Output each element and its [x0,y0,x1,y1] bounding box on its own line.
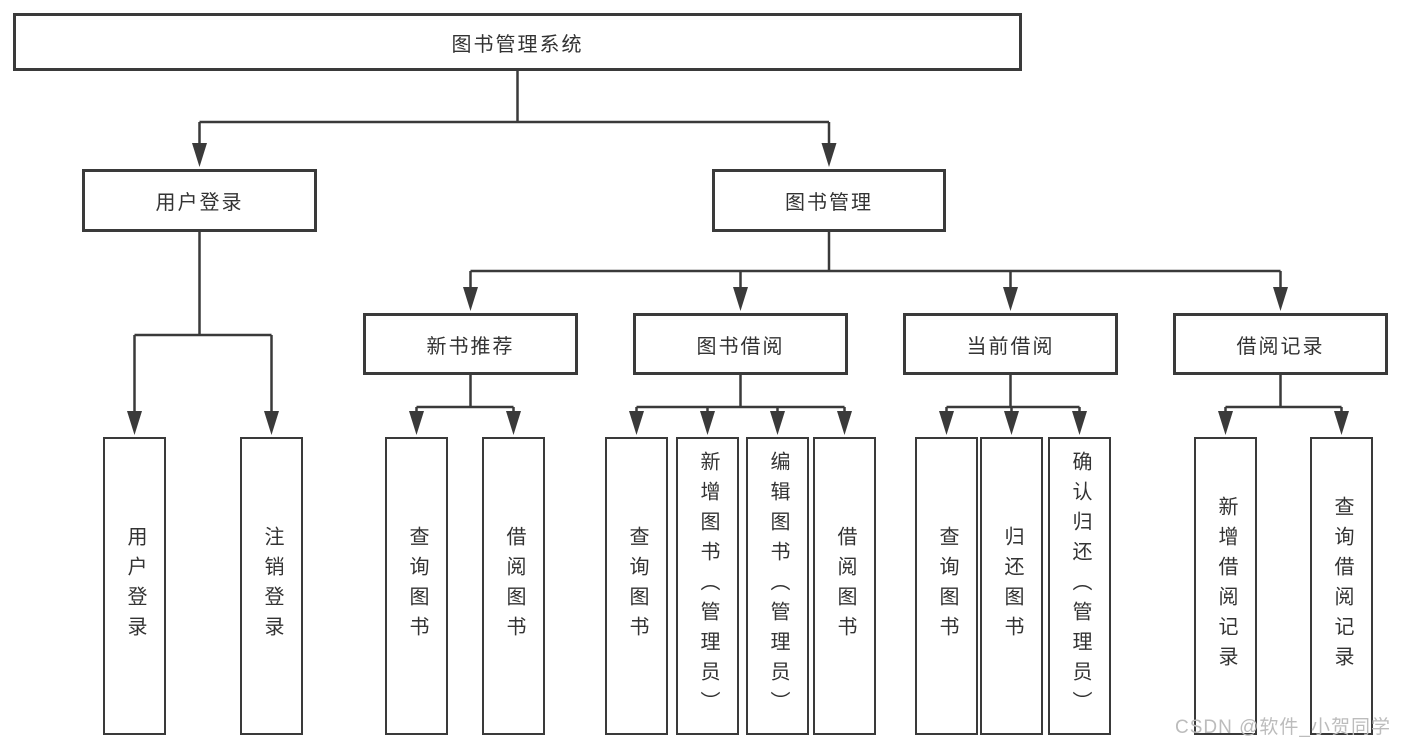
node-library-system: 图书管理系统 [13,13,1022,71]
arrowheads [127,143,1349,435]
leaf-label: 查询借阅记录 [1331,496,1353,676]
leaf-label: 新增图书（管理员） [697,451,719,721]
leaf-user-login: 用户登录 [103,437,166,735]
leaf-query-books-borrow: 查询图书 [605,437,668,735]
leaf-label: 查询图书 [406,526,428,646]
node-label: 图书管理 [785,192,873,214]
leaf-query-borrow-record: 查询借阅记录 [1310,437,1373,735]
node-current-borrow: 当前借阅 [903,313,1118,375]
leaf-return-book: 归还图书 [980,437,1043,735]
leaf-label: 查询图书 [936,526,958,646]
node-label: 用户登录 [155,192,244,214]
leaf-query-books-current: 查询图书 [915,437,978,735]
leaf-label: 借阅图书 [834,526,856,646]
node-label: 借阅记录 [1236,335,1325,358]
leaf-add-book-admin: 新增图书（管理员） [676,437,739,735]
leaf-borrow-books-recommend: 借阅图书 [482,437,545,735]
leaf-label: 编辑图书（管理员） [767,451,789,721]
leaf-borrow-books: 借阅图书 [813,437,876,735]
leaf-query-books-recommend: 查询图书 [385,437,448,735]
leaf-label: 借阅图书 [503,526,525,646]
leaf-label: 注销登录 [261,526,283,646]
leaf-label: 查询图书 [626,526,648,646]
node-book-borrow: 图书借阅 [633,313,848,375]
leaf-logout: 注销登录 [240,437,303,735]
node-label: 图书借阅 [696,335,785,358]
leaf-label: 新增借阅记录 [1215,496,1237,676]
csdn-watermark: CSDN @软件_小贺同学 [1175,717,1391,738]
leaf-label: 归还图书 [1001,526,1023,646]
leaf-label: 用户登录 [124,526,146,646]
node-user-login: 用户登录 [82,169,317,232]
leaf-edit-book-admin: 编辑图书（管理员） [746,437,809,735]
node-label: 新书推荐 [426,335,515,358]
node-label: 当前借阅 [966,335,1055,358]
node-label: 图书管理系统 [451,33,584,56]
node-borrow-record: 借阅记录 [1173,313,1388,375]
leaf-add-borrow-record: 新增借阅记录 [1194,437,1257,735]
node-new-book-recommend: 新书推荐 [363,313,578,375]
leaf-confirm-return-admin: 确认归还（管理员） [1048,437,1111,735]
leaf-label: 确认归还（管理员） [1069,451,1091,721]
node-book-management: 图书管理 [712,169,946,232]
